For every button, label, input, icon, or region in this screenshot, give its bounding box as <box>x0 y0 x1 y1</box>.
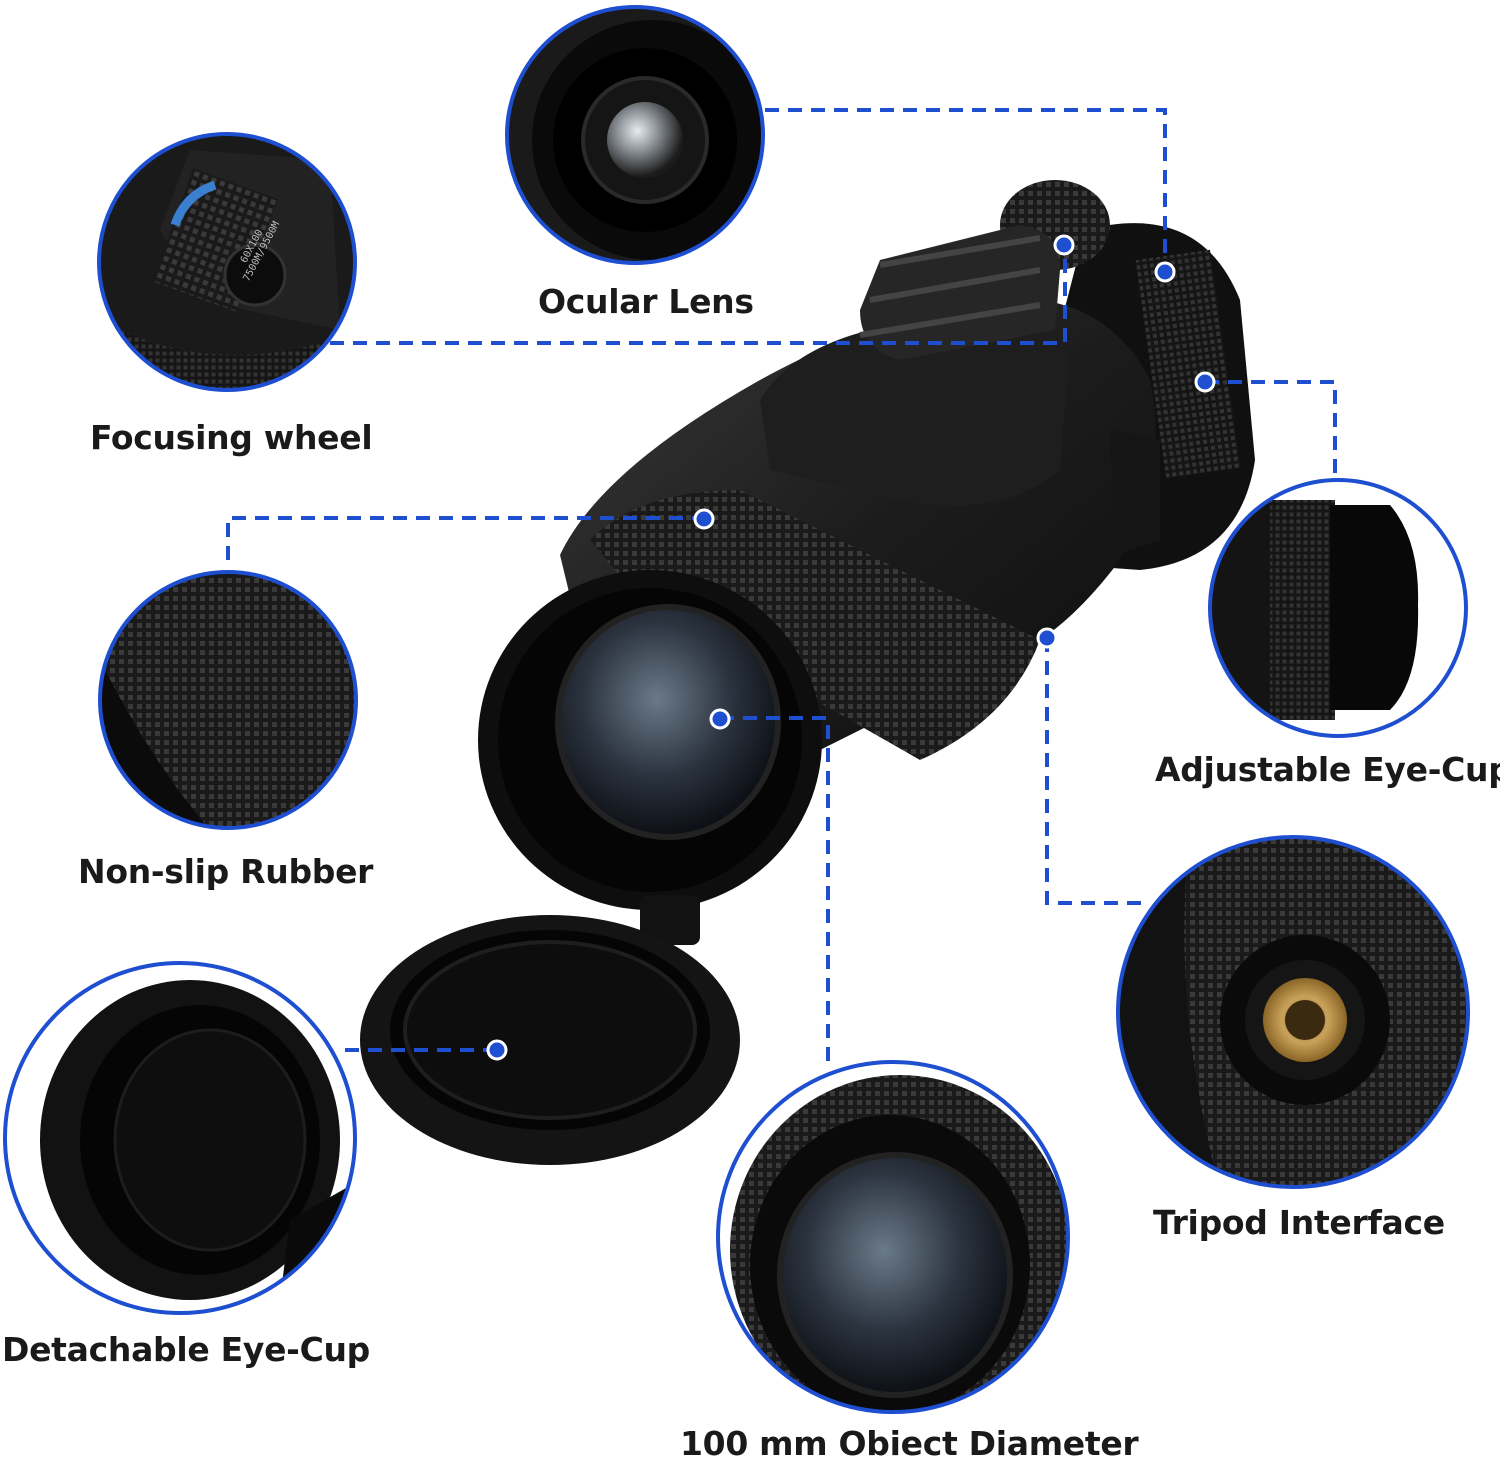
blue-dot-icon <box>1194 371 1216 393</box>
tripod-interface-detail <box>1116 835 1470 1189</box>
blue-dot-icon <box>1053 234 1075 256</box>
connector-lines <box>226 108 1337 1065</box>
blue-dot-icon <box>709 708 731 730</box>
object-diameter-detail <box>716 1060 1070 1414</box>
connector-tripod-interface <box>1045 638 1150 905</box>
connector-object-diameter <box>720 716 830 1065</box>
ocular-lens-label: Ocular Lens <box>538 282 754 321</box>
focusing-wheel-label: Focusing wheel <box>90 418 373 457</box>
connector-ocular-lens <box>765 108 1167 270</box>
tripod-interface-label: Tripod Interface <box>1153 1203 1445 1242</box>
non-slip-rubber-detail <box>98 570 358 830</box>
detachable-eye-cup-detail <box>3 961 357 1315</box>
detachable-eye-cup-label: Detachable Eye-Cup <box>2 1330 371 1369</box>
object-diameter-label: 100 mm Obiect Diameter <box>680 1424 1139 1463</box>
monocular-body <box>360 180 1255 1165</box>
focusing-wheel-detail <box>97 132 357 392</box>
adjustable-eye-cup-detail <box>1208 478 1468 738</box>
callout-dots <box>486 234 1216 1061</box>
connector-adjustable-eye-cup <box>1205 380 1337 475</box>
blue-dot-icon <box>1154 261 1176 283</box>
adjustable-eye-cup-label: Adjustable Eye-Cup <box>1155 750 1500 789</box>
blue-dot-icon <box>486 1039 508 1061</box>
blue-dot-icon <box>1036 627 1058 649</box>
non-slip-rubber-label: Non-slip Rubber <box>78 852 374 891</box>
connector-non-slip-rubber <box>226 516 703 560</box>
blue-dot-icon <box>693 508 715 530</box>
ocular-lens-detail <box>505 5 765 265</box>
